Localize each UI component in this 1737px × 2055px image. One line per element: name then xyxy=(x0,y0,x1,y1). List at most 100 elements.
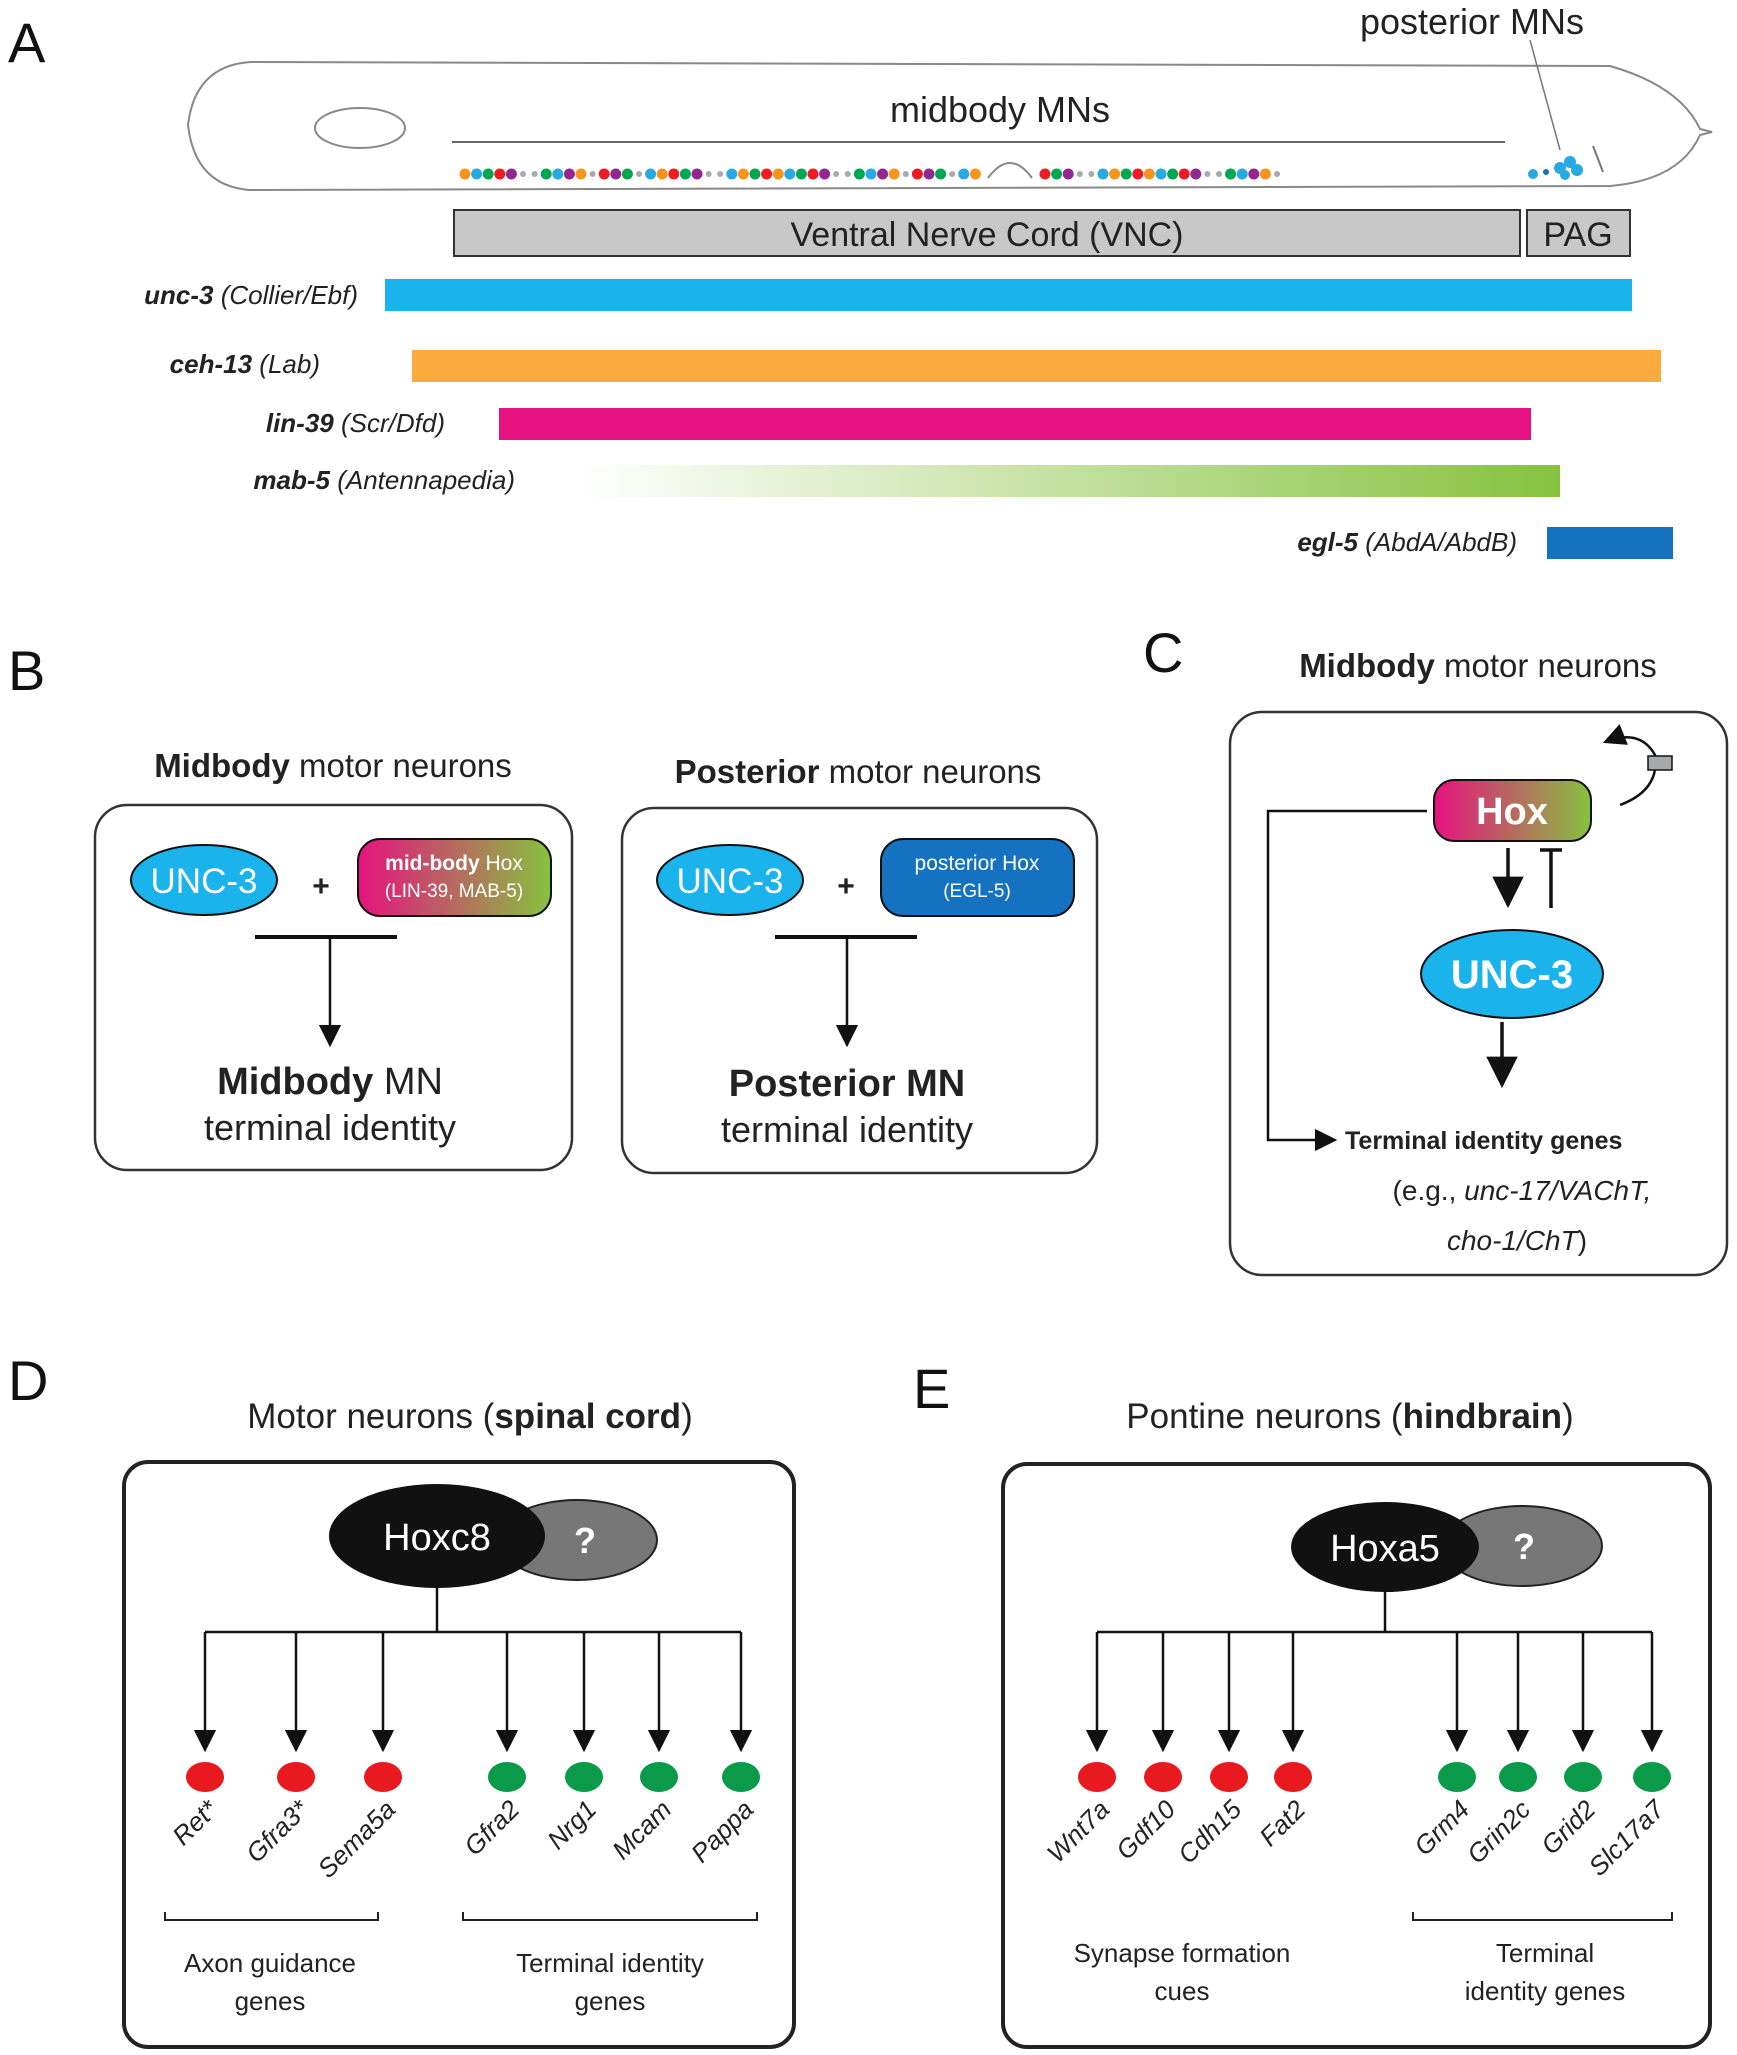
hox-direct-path xyxy=(1266,809,1427,1152)
plus-sign: + xyxy=(837,870,855,903)
target-gene-dot xyxy=(364,1762,402,1792)
partner-label: ? xyxy=(574,1520,596,1561)
midbody-mns-label: midbody MNs xyxy=(890,89,1110,130)
posterior-mns-label: posterior MNs xyxy=(1360,1,1584,42)
motor-neuron-dot xyxy=(1155,168,1167,180)
motor-neuron-dot xyxy=(1178,168,1190,180)
motor-neuron-dot xyxy=(888,168,900,180)
motor-neuron-dot xyxy=(1236,168,1248,180)
motor-neuron-dot xyxy=(520,171,526,177)
target-gene-label: Gfra3* xyxy=(240,1793,315,1868)
posterior-output-line1: Posterior MN xyxy=(729,1063,965,1105)
unc3-oval xyxy=(1420,929,1604,1019)
target-gene-label: Cdh15 xyxy=(1172,1794,1248,1870)
motor-neuron-dot xyxy=(969,168,981,180)
autoregulation-arrow xyxy=(1602,724,1657,807)
gene-row-lin-39: lin-39 (Scr/Dfd) xyxy=(266,408,1531,440)
pag-label: PAG xyxy=(1543,216,1612,254)
hox-box xyxy=(1433,779,1592,842)
vnc-label: Ventral Nerve Cord (VNC) xyxy=(790,216,1183,254)
panel-b-midbody-title: Midbody motor neurons xyxy=(154,747,512,784)
target-gene-label: Gdf10 xyxy=(1110,1794,1182,1866)
motor-neuron-dot xyxy=(853,168,865,180)
hoxa5-oval xyxy=(1291,1502,1479,1592)
group-label-line1: Terminal identity xyxy=(516,1948,704,1978)
motor-neuron-dot xyxy=(610,168,622,180)
motor-neuron-dot xyxy=(902,171,909,177)
hoxc8-label: Hoxc8 xyxy=(383,1517,491,1559)
target-gene-dot xyxy=(1438,1762,1476,1792)
posterior-motor-neuron-dot xyxy=(1528,169,1538,179)
unc3-oval xyxy=(130,844,278,916)
anal-mark xyxy=(1592,145,1604,173)
hox-label: Hox xyxy=(1476,791,1548,833)
motor-neuron-dot xyxy=(1274,171,1280,177)
axon-guidance-group: Axon guidance genes xyxy=(164,1912,379,2016)
target-gene-label: Mcam xyxy=(606,1794,677,1865)
gene-row-mab-5: mab-5 (Antennapedia) xyxy=(253,465,1560,497)
motor-neuron-dot xyxy=(1062,168,1074,180)
posterior-motor-neuron-dot xyxy=(1571,164,1583,176)
panel-b-posterior-box xyxy=(620,806,1099,1175)
motor-neuron-dot xyxy=(552,168,564,180)
target-gene-dot xyxy=(722,1762,760,1792)
motor-neuron-dot xyxy=(877,168,889,180)
panel-c-box xyxy=(1228,710,1729,1277)
unc3-label: UNC-3 xyxy=(1451,953,1573,997)
target-gene-dot xyxy=(565,1762,603,1792)
gene-label: unc-3 (Collier/Ebf) xyxy=(144,280,358,310)
motor-neuron-dot xyxy=(668,168,680,180)
target-gene-label: Wnt7a xyxy=(1041,1794,1115,1868)
motor-neuron-dot xyxy=(1190,168,1202,180)
group-label-line2: identity genes xyxy=(1465,1976,1625,2006)
posterior-motor-neuron-dot xyxy=(1560,170,1570,180)
vnc-box xyxy=(453,209,1521,257)
panel-c-title: Midbody motor neurons xyxy=(1299,647,1657,684)
gene-label: egl-5 (AbdA/AbdB) xyxy=(1297,527,1517,557)
motor-neuron-dot xyxy=(833,171,840,177)
motor-neuron-dot xyxy=(540,168,552,180)
motor-neuron-dot xyxy=(471,168,483,180)
posterior-hox-line2: (EGL-5) xyxy=(943,881,1011,902)
group-label-line2: cues xyxy=(1155,1976,1210,2006)
expression-bar xyxy=(580,465,1560,497)
posterior-output-line2: terminal identity xyxy=(721,1109,973,1150)
target-gene-label: Gfra2 xyxy=(458,1794,526,1862)
motor-neuron-dot xyxy=(1051,168,1063,180)
motor-neuron-dot xyxy=(1132,168,1144,180)
motor-neuron-dot xyxy=(1120,168,1132,180)
group-label-line1: Synapse formation xyxy=(1074,1938,1291,1968)
motor-neuron-dot xyxy=(1097,168,1109,180)
motor-neuron-dot xyxy=(795,168,807,180)
posterior-hox-box xyxy=(880,838,1075,917)
target-gene-label: Pappa xyxy=(685,1794,759,1868)
midbody-hox-line1: mid-body Hox xyxy=(385,852,523,875)
posterior-pointer xyxy=(1529,39,1561,151)
motor-neuron-dot xyxy=(911,168,923,180)
motor-neuron-dot xyxy=(784,168,796,180)
group-label-line2: genes xyxy=(575,1986,646,2016)
panel-label-a: A xyxy=(8,11,46,74)
motor-neuron-dot xyxy=(656,168,668,180)
terminal-example-line1: (e.g., unc-17/VAChT, xyxy=(1393,1175,1652,1206)
motor-neuron-dot xyxy=(1167,168,1179,180)
panel-label-c: C xyxy=(1143,621,1183,684)
plus-sign: + xyxy=(312,870,330,903)
motor-neuron-dot xyxy=(949,171,956,177)
target-gene-dot xyxy=(1078,1762,1116,1792)
motor-neuron-dot xyxy=(691,168,703,180)
motor-neuron-dot xyxy=(494,168,506,180)
target-gene-dot xyxy=(1633,1762,1671,1792)
group-bracket xyxy=(164,1912,379,1921)
terminal-example-line2: cho-1/ChT) xyxy=(1447,1225,1587,1256)
synapse-formation-group: Synapse formation cues xyxy=(1074,1938,1291,2006)
gene-row-unc-3: unc-3 (Collier/Ebf) xyxy=(144,279,1632,311)
motor-neuron-dot xyxy=(737,168,749,180)
target-gene-label: Slc17a7 xyxy=(1583,1793,1672,1882)
target-gene-dot xyxy=(186,1762,224,1792)
motor-neuron-dot xyxy=(482,168,494,180)
motor-neuron-dot xyxy=(1248,168,1260,180)
posterior-motor-neuron-dot xyxy=(1564,156,1576,168)
expression-bar xyxy=(412,350,1661,382)
